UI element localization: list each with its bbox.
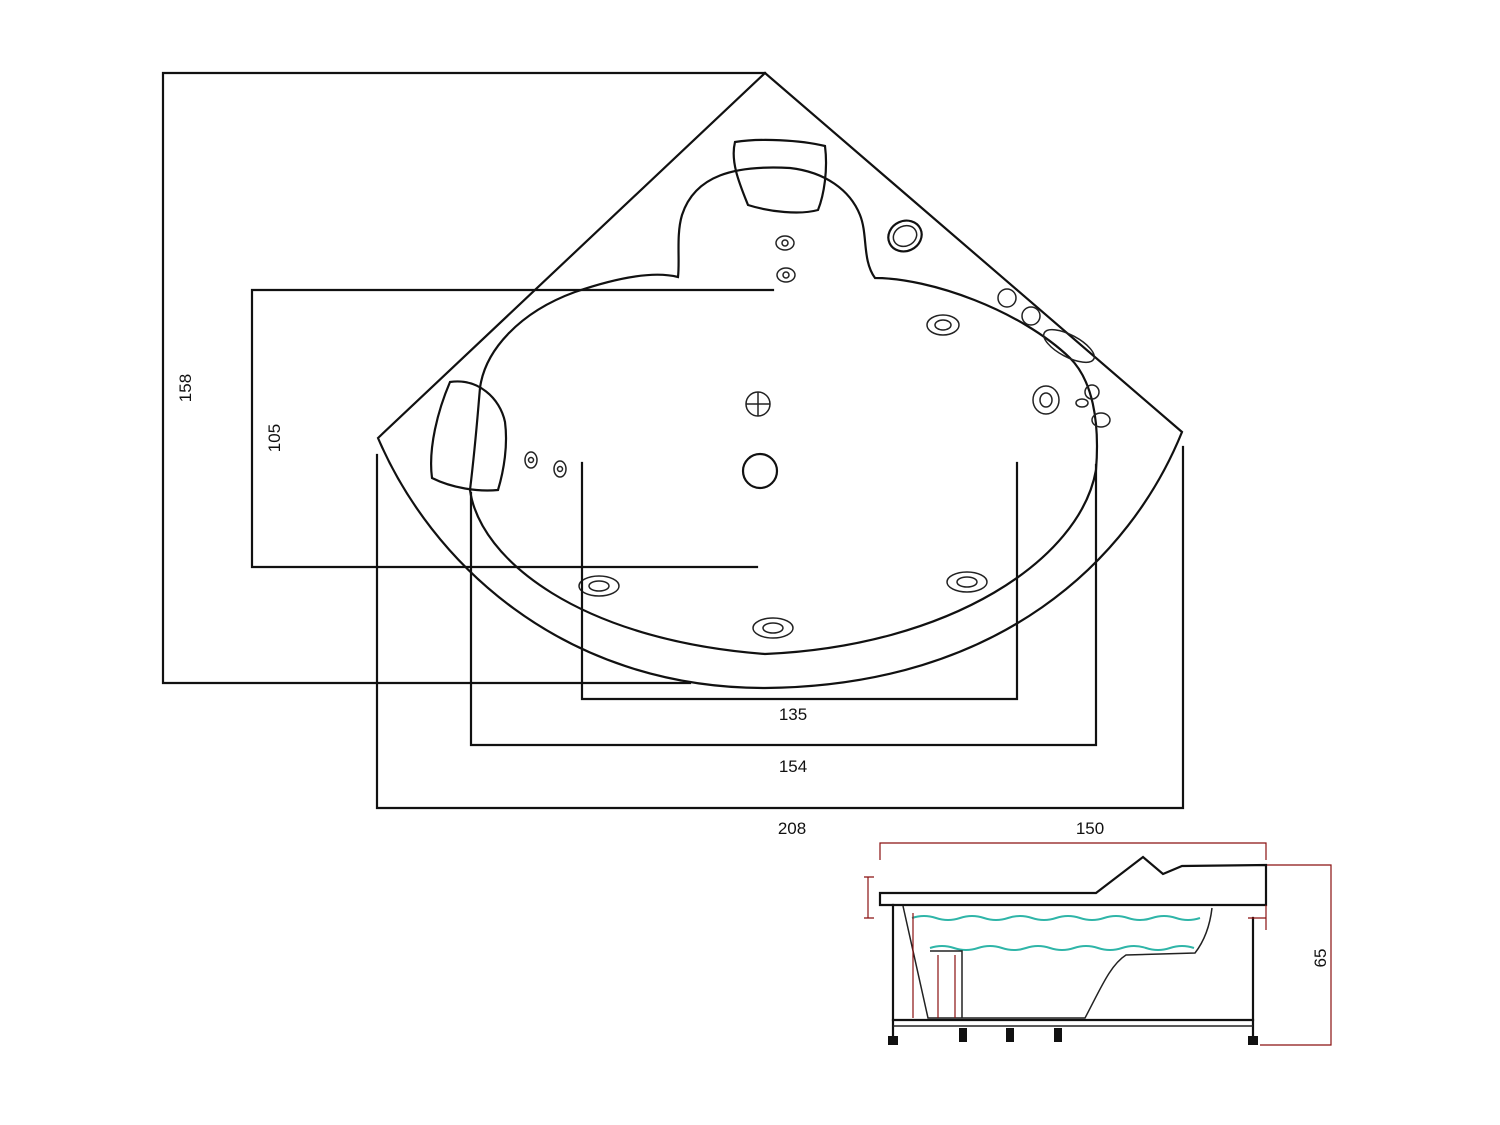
hydro-jets xyxy=(578,314,1060,639)
faucet-spout xyxy=(1042,328,1096,364)
hydro-jet-core xyxy=(588,580,610,592)
hydro-jet-core xyxy=(934,319,952,331)
tub-shell xyxy=(902,905,1213,1019)
top-view: 158 105 135 154 208 xyxy=(161,71,1185,838)
dimension-label-65: 65 xyxy=(1311,949,1330,968)
headrest-left xyxy=(430,380,508,492)
headrest-top xyxy=(732,138,828,214)
air-jet-core xyxy=(782,271,790,279)
pump-box xyxy=(930,950,963,1018)
dimension-line-208 xyxy=(375,445,1185,810)
air-jet xyxy=(524,451,538,469)
foot xyxy=(959,1028,967,1042)
overflow-plate xyxy=(741,452,779,490)
dimension-line-158 xyxy=(161,71,767,685)
hydro-jet xyxy=(1032,385,1060,415)
hydro-jet-core xyxy=(956,576,978,588)
water-line-upper xyxy=(911,915,1201,921)
dimension-label-154: 154 xyxy=(779,757,807,776)
tub-rim xyxy=(878,855,1268,907)
air-jet-core xyxy=(527,456,535,464)
air-jet xyxy=(776,267,796,283)
side-view: 150 65 xyxy=(864,819,1332,1046)
faucet-knob-1 xyxy=(997,288,1017,308)
dimension-label-158: 158 xyxy=(176,374,195,402)
hydro-jet xyxy=(926,314,960,336)
air-jet-core xyxy=(781,239,789,247)
dimension-line-105 xyxy=(250,288,775,569)
dimension-line-135 xyxy=(580,461,1019,701)
dimension-label-208: 208 xyxy=(778,819,806,838)
foot xyxy=(1006,1028,1014,1042)
faucet-knob-5 xyxy=(1075,398,1089,408)
dimension-label-135: 135 xyxy=(779,705,807,724)
faucet-knob-2 xyxy=(1021,306,1041,326)
foot xyxy=(1054,1028,1062,1042)
control-knob xyxy=(887,219,923,253)
water-line-lower xyxy=(929,945,1195,951)
shell-guide xyxy=(912,913,956,1018)
dimension-line-150 xyxy=(879,842,1267,860)
dimension-label-105: 105 xyxy=(265,424,284,452)
dimension-line-154 xyxy=(469,463,1098,747)
foot xyxy=(888,1036,898,1045)
dimension-label-150: 150 xyxy=(1076,819,1104,838)
hydro-jet xyxy=(578,575,620,597)
hydro-jet-core xyxy=(1039,392,1053,408)
air-jet xyxy=(775,235,795,251)
air-jet-core xyxy=(556,465,564,473)
hydro-jet xyxy=(752,617,794,639)
faucet-knob-4 xyxy=(1091,412,1111,428)
air-jets xyxy=(524,235,796,478)
tub-outer-outline xyxy=(376,71,1184,690)
hydro-jet xyxy=(946,571,988,593)
hydro-jet-core xyxy=(762,622,784,634)
frame-feet xyxy=(888,1028,1258,1045)
control-knob-inner xyxy=(892,224,918,248)
bracket-right xyxy=(1248,905,1267,930)
faucet-knob-3 xyxy=(1084,384,1100,400)
foot xyxy=(1248,1036,1258,1045)
height-guide-tick xyxy=(864,876,874,919)
dimension-line-65 xyxy=(1260,864,1332,1046)
air-jet xyxy=(553,460,567,478)
